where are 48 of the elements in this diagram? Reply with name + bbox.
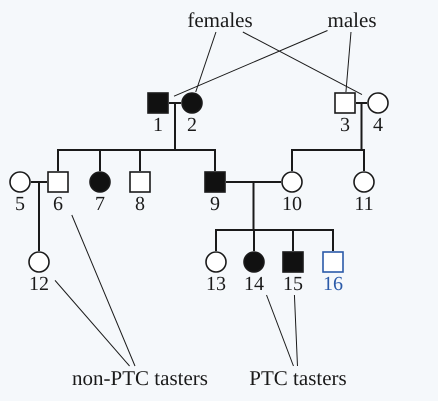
individual-number: 9 bbox=[209, 193, 221, 215]
individual-number: 4 bbox=[372, 114, 384, 136]
individual-number: 8 bbox=[134, 193, 146, 215]
leader-line bbox=[345, 32, 352, 92]
individual-number: 1 bbox=[152, 114, 164, 136]
annotation-label: females bbox=[187, 8, 253, 32]
annotation-label: non-PTC tasters bbox=[72, 366, 208, 390]
individual-number: 7 bbox=[94, 193, 106, 215]
individual-number: 11 bbox=[353, 193, 375, 215]
mating-line bbox=[39, 181, 47, 183]
leader-line bbox=[71, 214, 136, 366]
leader-line bbox=[242, 32, 362, 96]
individual-number: 15 bbox=[282, 273, 304, 295]
descent-line bbox=[291, 149, 362, 171]
mating-line bbox=[175, 102, 181, 104]
descent-line bbox=[215, 229, 254, 251]
mating-line bbox=[362, 102, 367, 104]
mating-line bbox=[226, 181, 254, 183]
leader-line bbox=[54, 280, 130, 366]
individual-number: 12 bbox=[28, 273, 50, 295]
descent-line bbox=[252, 229, 255, 251]
individual-number: 3 bbox=[339, 114, 351, 136]
descent-line bbox=[38, 182, 40, 230]
descent-line bbox=[175, 149, 216, 171]
individual-number: 10 bbox=[281, 193, 303, 215]
mating-line bbox=[356, 102, 362, 104]
individual-number: 16 bbox=[322, 273, 344, 295]
individual-number: 6 bbox=[52, 193, 64, 215]
mating-line bbox=[31, 181, 39, 183]
descent-line bbox=[139, 149, 175, 171]
descent-line bbox=[174, 103, 176, 150]
descent-line bbox=[360, 103, 362, 150]
leader-line bbox=[174, 30, 328, 97]
descent-line bbox=[362, 149, 365, 171]
individual-number: 13 bbox=[205, 273, 227, 295]
descent-line bbox=[252, 182, 254, 230]
leader-line bbox=[294, 294, 298, 366]
descent-line bbox=[38, 229, 40, 251]
individual-number: 5 bbox=[14, 193, 26, 215]
individual-number: 14 bbox=[243, 273, 265, 295]
descent-line bbox=[254, 229, 334, 251]
annotation-label: males bbox=[328, 8, 376, 32]
annotation-label: PTC tasters bbox=[249, 366, 347, 390]
individual-number: 2 bbox=[186, 114, 198, 136]
leader-line bbox=[195, 32, 216, 92]
mating-line bbox=[169, 102, 175, 104]
leader-line bbox=[266, 294, 294, 366]
mating-line bbox=[254, 181, 281, 183]
